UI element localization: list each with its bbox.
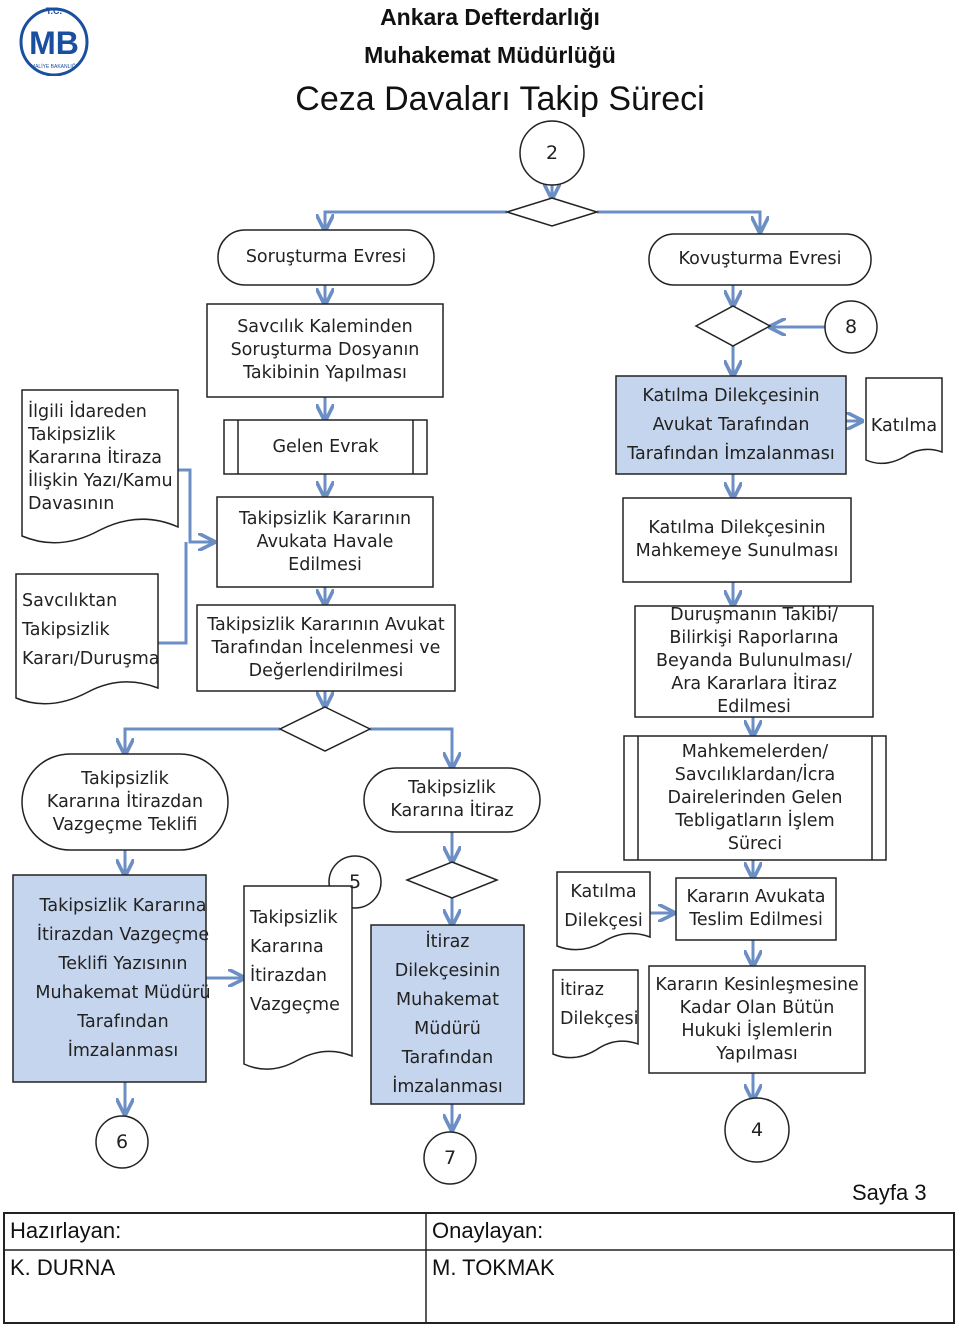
- ministry-logo: T.C. MB MALİYE BAKANLIĞI: [19, 6, 89, 76]
- box-teslim: [675, 877, 837, 941]
- connector-8: [824, 300, 878, 354]
- box-vazgecme-yazisi: [12, 874, 207, 1083]
- doc-savciliktan: [15, 573, 159, 705]
- box-kesinlesme: [648, 965, 866, 1074]
- decision-middle: [278, 706, 372, 752]
- connector-2: [519, 120, 585, 186]
- connector-4: [724, 1097, 790, 1163]
- katilma-doc-label: Katılma: [870, 415, 938, 436]
- decision-right: [694, 305, 772, 347]
- doc-katilma: [865, 377, 943, 465]
- logo-bottom-text: MALİYE BAKANLIĞI: [31, 63, 77, 70]
- sorusturma-label: Soruşturma Evresi: [245, 247, 407, 267]
- footer-table: [3, 1212, 955, 1324]
- box-savcilik-kalem: [206, 303, 444, 398]
- terminator-kovusturma: [648, 233, 872, 286]
- prepared-name: K. DURNA: [10, 1255, 116, 1280]
- logo-top-text: T.C.: [46, 6, 62, 16]
- box-gelen-evrak: [223, 419, 428, 475]
- arrow-to-kovusturma: [597, 210, 760, 232]
- connector-7-label: 7: [443, 1147, 457, 1169]
- doc-katilma-dilekcesi: [556, 871, 651, 951]
- doc-ilgili-idare: [21, 389, 179, 544]
- connector-8-label: 8: [844, 316, 858, 338]
- terminator-sorusturma: [217, 229, 435, 286]
- prepared-label: Hazırlayan:: [10, 1218, 122, 1243]
- decision-top: [504, 197, 600, 227]
- box-inceleme: [196, 604, 456, 692]
- arrow-to-sorusturma: [325, 210, 507, 230]
- decision-itiraz: [404, 861, 500, 899]
- connector-4-label: 4: [750, 1119, 764, 1141]
- logo-mark: MB: [29, 25, 79, 61]
- approved-name: M. TOKMAK: [432, 1255, 555, 1280]
- terminator-vazgecme-teklifi: [21, 753, 229, 851]
- kovusturma-label: Kovuşturma Evresi: [678, 249, 842, 269]
- connector-6-label: 6: [115, 1131, 129, 1153]
- page-title: Ceza Davaları Takip Süreci: [295, 80, 705, 118]
- arrow-to-vazgecme-teklifi: [125, 727, 280, 754]
- arrow-to-itiraz: [370, 727, 452, 768]
- org-line-1: Ankara Defterdarlığı: [380, 4, 600, 30]
- arrow-savciliktan-to-havale: [158, 542, 188, 645]
- approved-label: Onaylayan:: [432, 1218, 544, 1243]
- terminator-itiraz: [363, 767, 541, 833]
- doc-vazgecme: [243, 885, 353, 1070]
- box-durusma: [634, 605, 874, 718]
- box-itiraz-imza: [370, 924, 525, 1105]
- box-havale: [216, 496, 434, 588]
- gelen-evrak-label: Gelen Evrak: [272, 436, 379, 457]
- box-tebligat: [623, 735, 887, 861]
- org-line-2: Muhakemat Müdürlüğü: [364, 42, 616, 68]
- arrow-idare-to-havale: [178, 468, 214, 542]
- connector-5-label: 5: [348, 871, 362, 893]
- box-mahkemeye: [622, 497, 852, 583]
- connector-7: [423, 1131, 477, 1185]
- connector-6: [95, 1115, 149, 1169]
- box-katilma-imza: [615, 375, 847, 475]
- doc-itiraz-dilekcesi: [552, 969, 639, 1059]
- connector-2-label: 2: [545, 142, 559, 164]
- page-number: Sayfa 3: [852, 1180, 927, 1205]
